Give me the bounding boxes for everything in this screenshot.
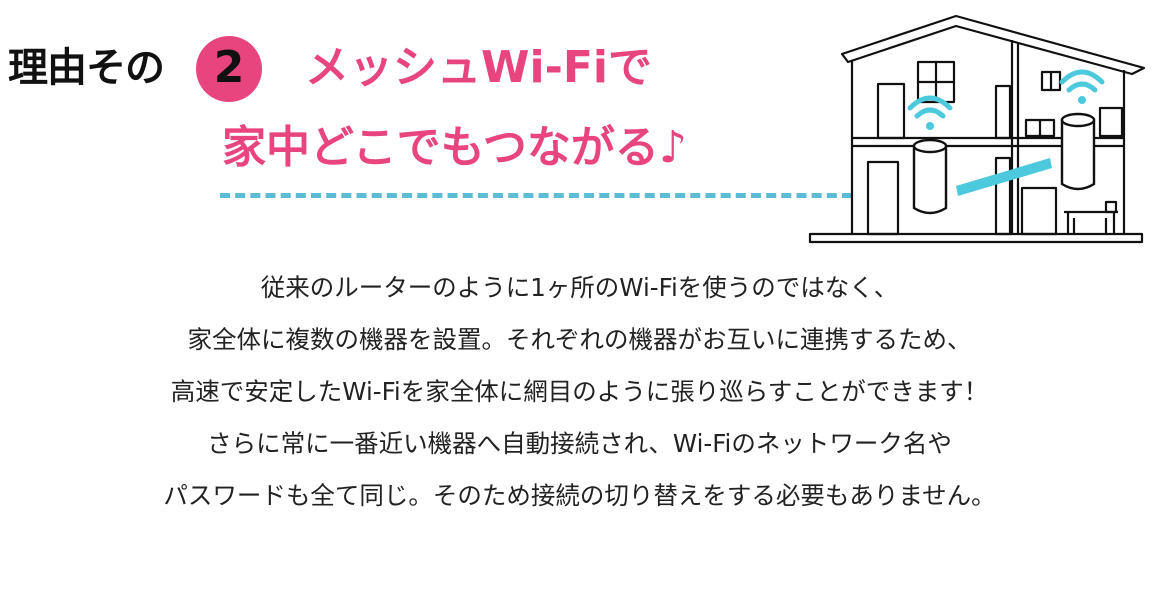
headline-line-1: メッシュWi-Fiで	[305, 42, 653, 93]
headline-line-2: 家中どこでもつながる♪	[222, 122, 687, 173]
description-line: 家全体に複数の機器を設置。それぞれの機器がお互いに連携するため、	[187, 325, 972, 354]
mesh-router-icon	[912, 138, 948, 215]
house-illustration	[808, 14, 1146, 244]
reason-label: 理由その	[8, 45, 165, 91]
description-line: 高速で安定したWi-Fiを家全体に網目のように張り巡らすことができます！	[170, 377, 989, 406]
description-line: パスワードも全て同じ。そのため接続の切り替えをする必要もありません。	[163, 481, 996, 510]
description-line: さらに常に一番近い機器へ自動接続され、Wi-Fiのネットワーク名や	[207, 429, 952, 458]
wifi-icon	[907, 95, 953, 130]
dashed-divider	[220, 193, 852, 198]
description-paragraph: 従来のルーターのように1ヶ所のWi-Fiを使うのではなく、 家全体に複数の機器を…	[0, 262, 1159, 522]
reason-number-badge: 2	[196, 36, 262, 102]
description-line: 従来のルーターのように1ヶ所のWi-Fiを使うのではなく、	[260, 273, 899, 302]
wifi-icon	[1059, 69, 1105, 104]
mesh-router-icon	[1060, 112, 1096, 191]
mesh-link-beam	[956, 158, 1052, 196]
